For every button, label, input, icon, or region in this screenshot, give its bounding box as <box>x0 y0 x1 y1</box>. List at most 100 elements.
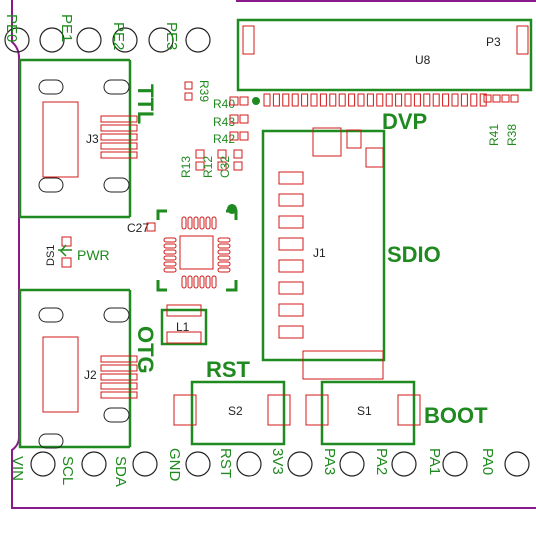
j2-mount-3 <box>38 307 64 323</box>
pin-label-pa2: PA2 <box>373 448 390 475</box>
qfn-pad <box>181 216 187 230</box>
j3-pins <box>100 115 138 159</box>
dvp-pad <box>357 93 365 107</box>
qfn-pad <box>163 243 177 249</box>
j1-outline <box>261 129 386 362</box>
qfn-pad <box>217 249 231 255</box>
r38-refdes: R38 <box>505 124 519 146</box>
j1-contacts <box>278 171 304 339</box>
dvp-pad <box>460 93 468 107</box>
r39-pad-2 <box>184 92 193 101</box>
j3-mount-1 <box>103 79 130 95</box>
r13-pad-1 <box>195 149 205 159</box>
qfn-pad <box>163 267 177 273</box>
qfn-pad <box>163 255 177 261</box>
mcu-qfn-pads <box>163 216 231 289</box>
bottom-header <box>30 451 530 477</box>
ttl-label: TTL <box>133 84 158 124</box>
pin-label-pe1: PE1 <box>58 14 75 42</box>
j2-pins <box>100 355 138 399</box>
u8-outline <box>236 18 533 92</box>
dvp-pad <box>329 93 337 107</box>
qfn-pad <box>217 255 231 261</box>
qfn-pad <box>211 275 217 289</box>
j3-outline <box>18 58 130 219</box>
j3-shield-pad <box>42 101 79 178</box>
pin-label-pe2: PE2 <box>110 22 127 50</box>
qfn-pad <box>205 275 211 289</box>
r42-pad-1 <box>229 131 239 141</box>
qfn-pad <box>163 261 177 267</box>
top-header <box>4 27 211 53</box>
r40-refdes: R40 <box>213 97 235 111</box>
r42-pad-2 <box>239 131 249 141</box>
r13-pad-2 <box>195 161 205 171</box>
pin-label-pa3: PA3 <box>321 448 338 475</box>
dvp-pad <box>282 93 290 107</box>
qfn-pad <box>193 275 199 289</box>
dvp-pad <box>348 93 356 107</box>
dvp-pad <box>451 93 459 107</box>
j3-mount-2 <box>103 177 130 193</box>
qfn-pad <box>181 275 187 289</box>
c32-pad-2 <box>233 161 243 171</box>
dvp-pad <box>338 93 346 107</box>
pin-label-vin: VIN <box>9 456 26 481</box>
c32-pad-1 <box>233 149 243 159</box>
s2-refdes: S2 <box>228 404 243 418</box>
r43-pad-1 <box>229 114 239 124</box>
j2-refdes: J2 <box>84 368 97 382</box>
j3-refdes: J3 <box>86 132 99 146</box>
mcu-center-pad <box>179 235 214 270</box>
j1-tab-3 <box>365 147 384 168</box>
u8-pad-left <box>242 25 255 55</box>
s2-pad-left <box>173 394 197 426</box>
ds1-refdes: DS1 <box>45 245 57 266</box>
dvp-pad <box>376 93 384 107</box>
sdio-label: SDIO <box>387 242 441 267</box>
l1-pad-top <box>166 304 202 317</box>
s1-outline <box>320 380 416 446</box>
dvp-pad <box>479 93 487 107</box>
dvp-pad <box>413 93 421 107</box>
j2-mount-1 <box>103 307 130 323</box>
dvp-pad <box>319 93 327 107</box>
dvp-pad <box>423 93 431 107</box>
dvp-pin1-dot <box>252 97 260 105</box>
pin-label-gnd: GND <box>166 448 183 482</box>
s2-outline <box>190 380 286 446</box>
dvp-pad <box>366 93 374 107</box>
j1-tab-1 <box>312 127 342 157</box>
ds1-led-symbol <box>58 244 72 257</box>
j3-mount-4 <box>38 177 64 193</box>
dvp-pad <box>395 93 403 107</box>
u8-pad-right <box>516 25 529 55</box>
s1-refdes: S1 <box>357 404 372 418</box>
s2-pad-right <box>267 394 291 426</box>
r40-pad-2 <box>239 96 249 106</box>
pwr-label: PWR <box>77 247 110 263</box>
qfn-pad <box>217 237 231 243</box>
dvp-pad <box>404 93 412 107</box>
qfn-pad <box>205 216 211 230</box>
r41-refdes: R41 <box>487 124 501 146</box>
qfn-pad <box>199 216 205 230</box>
ds1-pad-1 <box>61 236 72 247</box>
l1-refdes: L1 <box>176 320 190 334</box>
c27-pad <box>146 222 156 232</box>
r12-pad-2 <box>217 161 227 171</box>
dvp-pad <box>470 93 478 107</box>
j2-mount-4 <box>38 433 64 449</box>
dvp-pad <box>385 93 393 107</box>
qfn-pad <box>211 216 217 230</box>
pin-label-3v3: 3V3 <box>269 448 286 475</box>
qfn-pad <box>163 249 177 255</box>
r40-pad-1 <box>229 96 239 106</box>
p3-refdes: P3 <box>486 35 501 49</box>
dvp-pad <box>442 93 450 107</box>
qfn-pad <box>187 275 193 289</box>
qfn-pad <box>199 275 205 289</box>
qfn-pad <box>187 216 193 230</box>
pin-label-pe0: PE0 <box>3 14 20 42</box>
